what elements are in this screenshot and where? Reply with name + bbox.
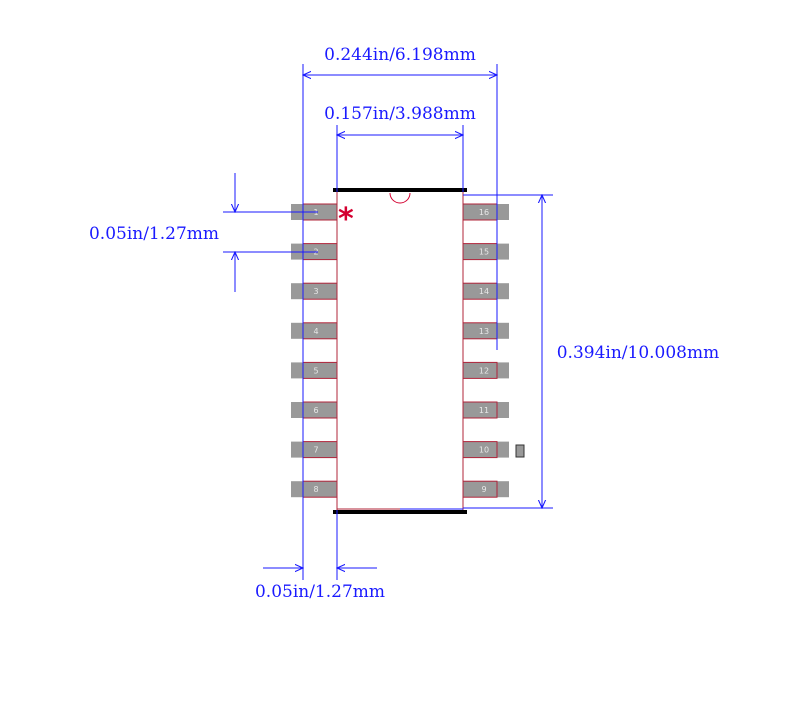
pin-8: 8	[291, 480, 338, 498]
pin-number: 8	[313, 485, 318, 494]
pin1-marker: *	[338, 202, 354, 237]
pin-4: 4	[291, 322, 338, 340]
dim-overall-width	[303, 64, 497, 580]
pin-number: 4	[313, 327, 318, 336]
pin-pad	[302, 441, 338, 459]
chip-body	[333, 188, 467, 514]
pin-13: 13	[462, 322, 509, 340]
pin-pad-outer	[497, 322, 509, 339]
pin-number: 6	[313, 406, 318, 415]
pin-pad-outer	[291, 283, 303, 300]
pin-11: 11	[462, 401, 509, 419]
pin-number: 9	[481, 485, 486, 494]
pin-pad	[302, 282, 338, 300]
pin-pad-outer	[497, 204, 509, 220]
pin-pad	[462, 361, 498, 379]
pin-pad	[462, 480, 498, 498]
pin-pad	[302, 322, 338, 340]
dim-body-length-label: 0.394in/10.008mm	[557, 343, 720, 363]
pin-pad-outer	[497, 283, 509, 300]
pin-14: 14	[462, 282, 509, 300]
pin-12: 12	[462, 361, 509, 379]
dim-pad-width-label: 0.05in/1.27mm	[255, 582, 385, 602]
pin-pad	[462, 401, 498, 419]
dim-overall-width-label: 0.244in/6.198mm	[324, 45, 476, 65]
pin-number: 10	[479, 446, 489, 455]
dim-pad-width	[263, 510, 377, 580]
pin1-notch	[389, 192, 411, 204]
pin-pad	[302, 401, 338, 419]
pin-number: 14	[479, 287, 489, 296]
pin-3: 3	[291, 282, 338, 300]
pin-number: 3	[313, 287, 318, 296]
pin-9: 9	[462, 480, 509, 498]
dim-body-length	[463, 195, 553, 508]
pin-7: 7	[291, 441, 338, 459]
pin-pad-outer	[291, 402, 303, 418]
side-marker-square	[515, 444, 525, 458]
pin-pad-outer	[497, 402, 509, 418]
pin-pad-outer	[497, 243, 509, 260]
pin-pad	[302, 361, 338, 379]
pin-15: 15	[462, 243, 509, 261]
pin-pad	[462, 441, 498, 459]
pin-pad-outer	[497, 481, 509, 498]
pin-pad-outer	[291, 362, 303, 379]
dim-body-width-label: 0.157in/3.988mm	[324, 104, 476, 124]
pin-number: 12	[479, 366, 489, 375]
pin-number: 15	[479, 248, 489, 257]
pin-number: 16	[479, 208, 489, 217]
pin-number: 5	[313, 366, 318, 375]
pin-pad	[302, 480, 338, 498]
pin-pad-outer	[497, 362, 509, 379]
dim-pitch-label: 0.05in/1.27mm	[89, 224, 219, 244]
pin-pad-outer	[497, 441, 509, 458]
pin-pad-outer	[291, 481, 303, 498]
pin-number: 13	[479, 327, 489, 336]
dim-body-width	[337, 125, 463, 192]
pin-number: 11	[479, 406, 489, 415]
pin-number: 7	[313, 446, 318, 455]
pin-10: 10	[462, 441, 509, 459]
pin-5: 5	[291, 361, 338, 379]
dim-pitch	[223, 173, 318, 292]
pin-6: 6	[291, 401, 338, 419]
pin-pad-outer	[291, 441, 303, 458]
pin-16: 16	[462, 203, 509, 221]
pin-pad-outer	[291, 322, 303, 339]
pins-right: 16 15 14 13 12 11 10 9	[462, 203, 509, 498]
